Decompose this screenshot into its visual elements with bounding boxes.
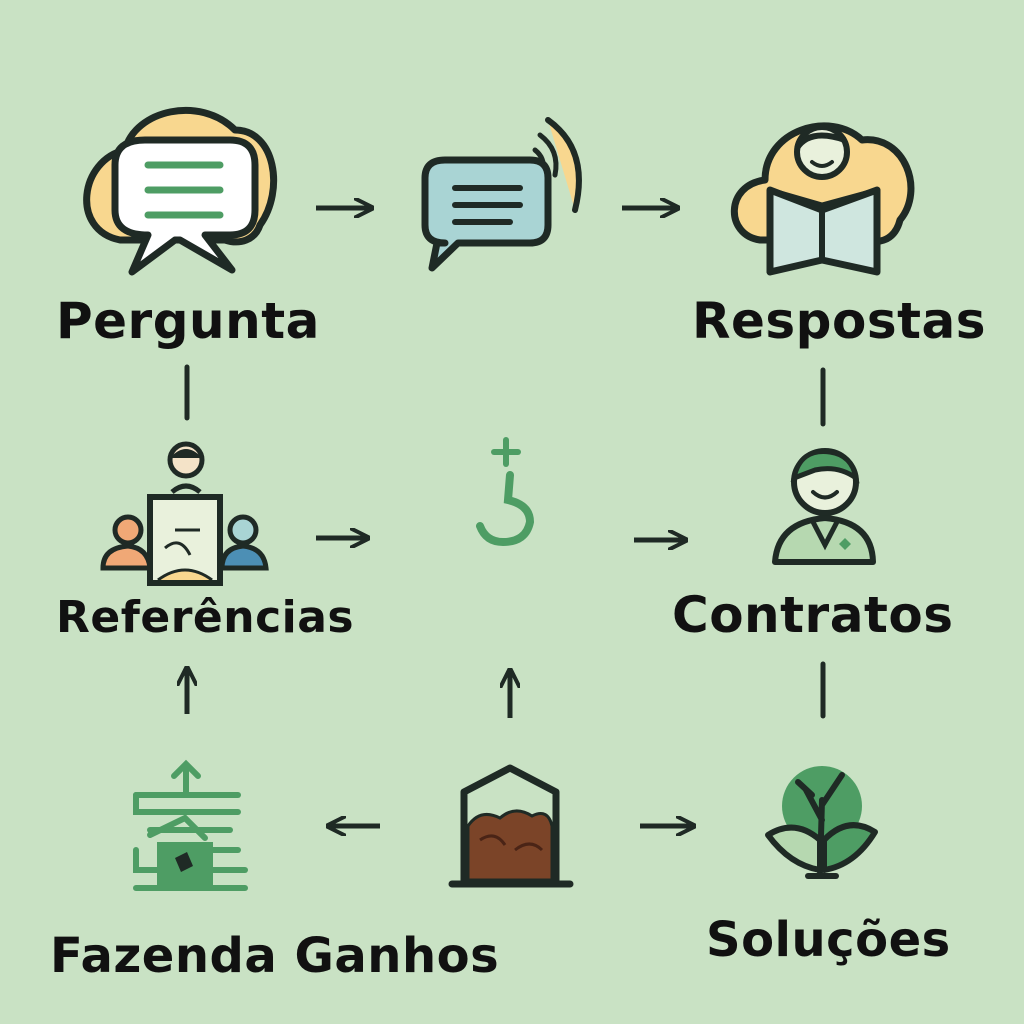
label-pergunta: Pergunta <box>56 292 320 350</box>
label-referencias: Referências <box>56 592 355 643</box>
speech-bubble-icon <box>83 106 278 276</box>
farm-structure-icon <box>133 759 248 891</box>
plant-leaves-icon <box>765 766 878 879</box>
label-respostas: Respostas <box>692 292 986 350</box>
chat-message-icon <box>421 117 582 272</box>
label-fazenda-ganhos: Fazenda Ganhos <box>50 928 500 984</box>
barn-soil-icon <box>448 764 574 888</box>
label-contratos: Contratos <box>672 586 954 644</box>
label-solucoes: Soluções <box>706 912 951 968</box>
reading-person-icon <box>730 122 915 276</box>
plus-hook-icon <box>476 437 535 547</box>
presentation-people-icon <box>100 441 269 586</box>
person-icon <box>772 448 876 565</box>
